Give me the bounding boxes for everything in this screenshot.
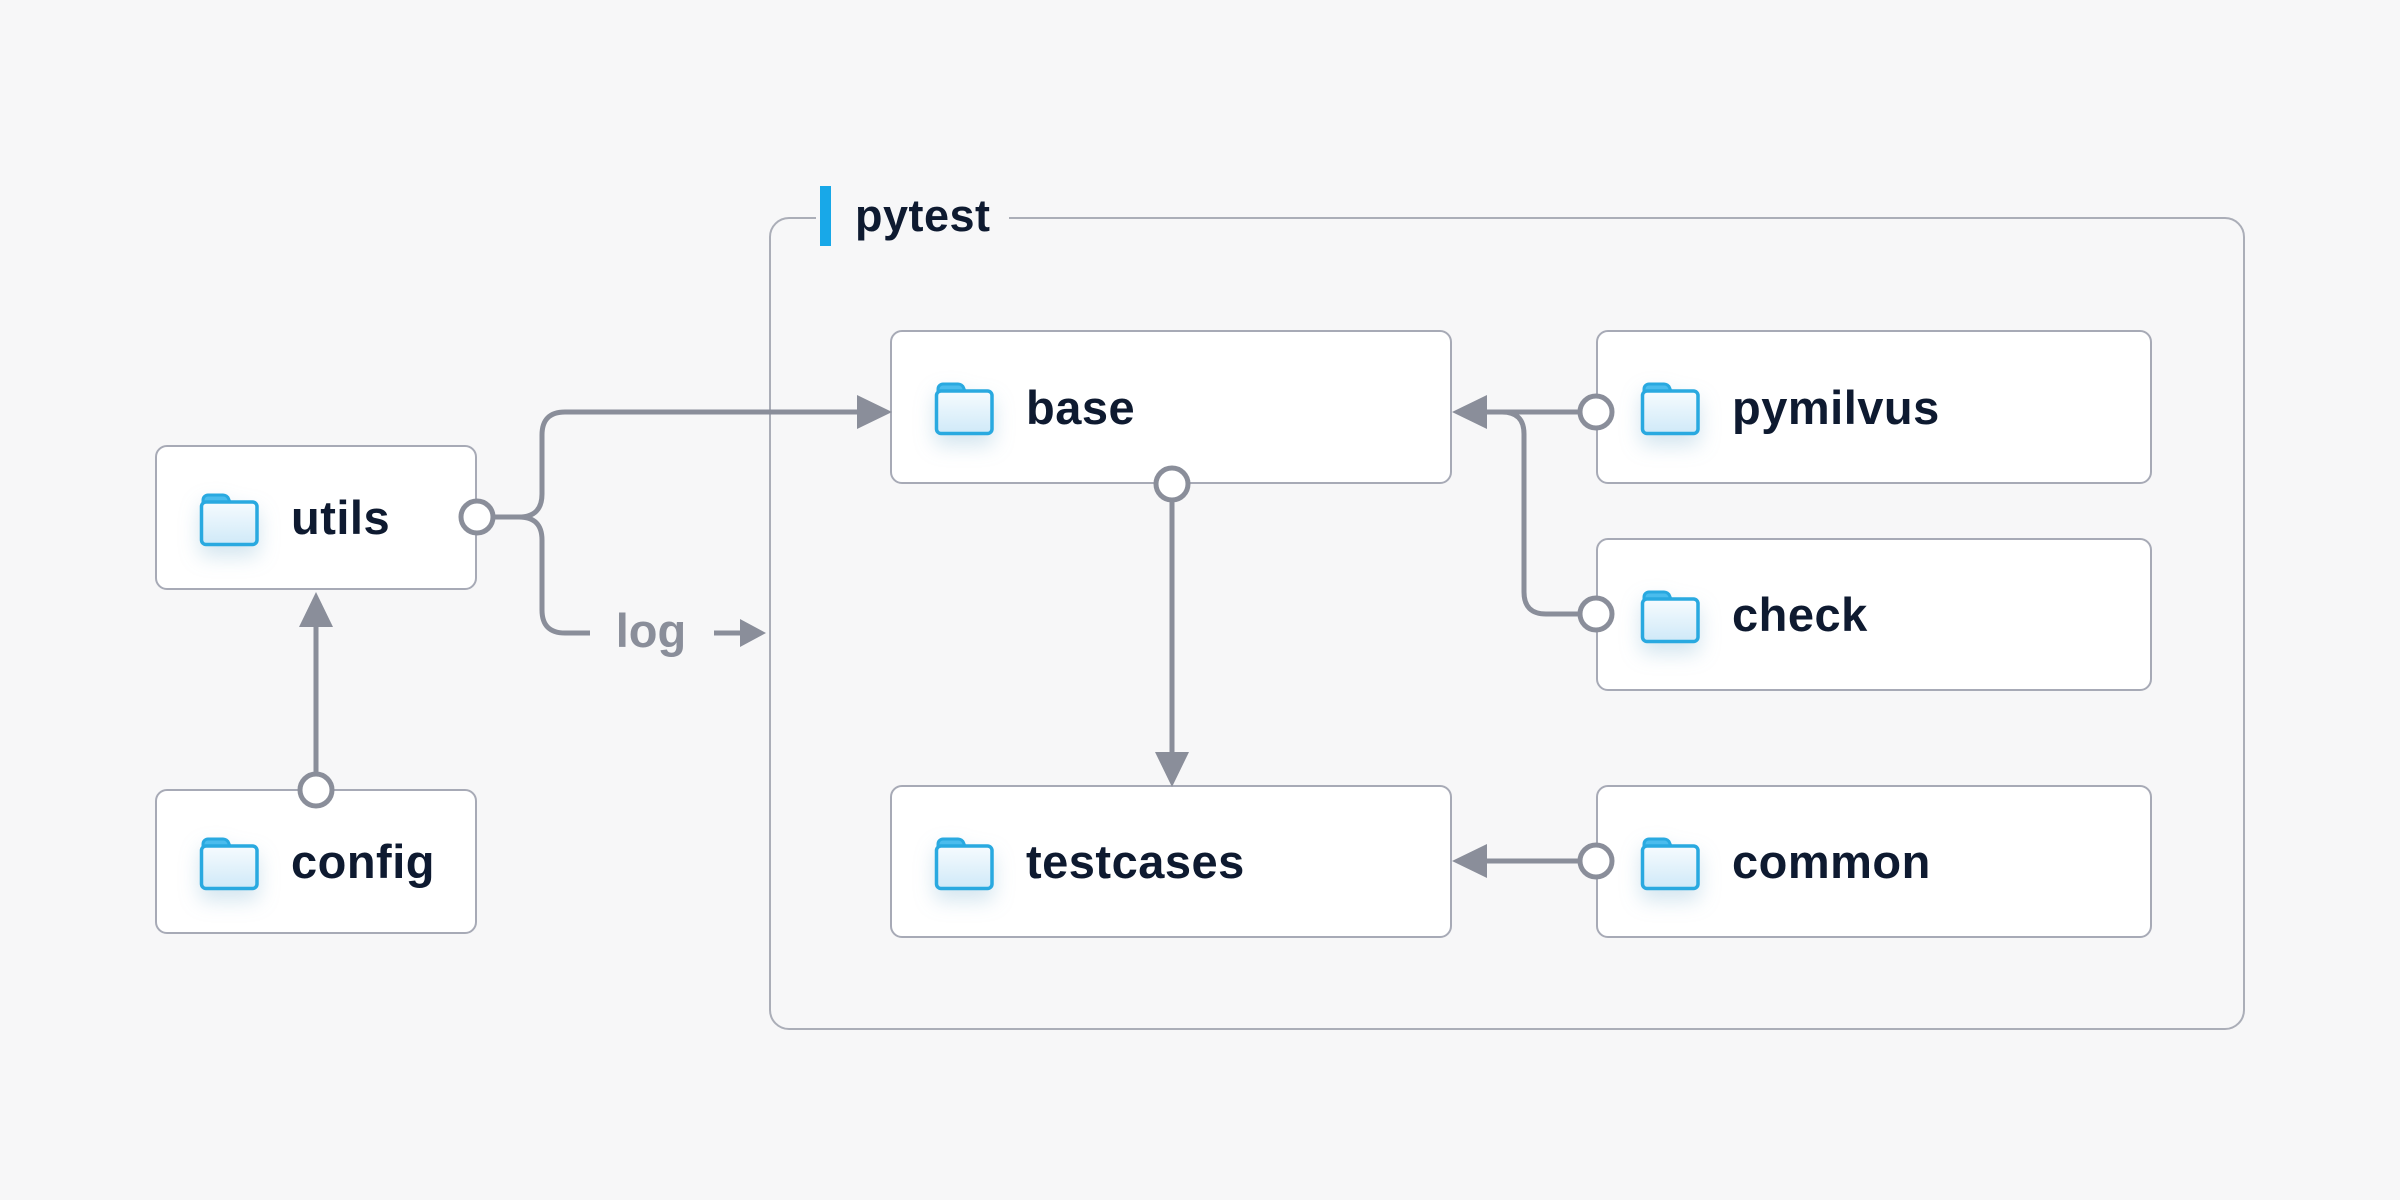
node-utils: utils [155,445,477,590]
node-label: config [291,835,435,888]
pytest-group-container [769,217,2245,1030]
folder-icon [197,489,261,547]
node-pymilvus: pymilvus [1596,330,2152,484]
folder-icon [932,833,996,891]
edge-label-log: log [615,604,687,657]
edge-utils-log [518,514,590,636]
node-label: base [1026,380,1136,434]
folder-icon [197,833,261,891]
folder-icon [1638,378,1702,436]
node-label: check [1732,588,1868,641]
label-accent-bar-icon [820,186,831,246]
folder-icon [1638,833,1702,891]
pytest-group-label: pytest [816,183,1009,249]
arrowhead-up-icon [299,592,333,627]
node-base: base [890,330,1452,484]
node-config: config [155,789,477,934]
node-check: check [1596,538,2152,691]
node-testcases: testcases [890,785,1452,938]
node-label: utils [291,491,391,544]
folder-icon [932,378,996,436]
pytest-group-title: pytest [855,190,991,241]
folder-icon [1638,586,1702,644]
node-label: testcases [1026,835,1245,888]
node-label: common [1732,835,1931,888]
node-common: common [1596,785,2152,938]
node-label: pymilvus [1732,380,1940,434]
arrowhead-right-icon [740,619,766,647]
